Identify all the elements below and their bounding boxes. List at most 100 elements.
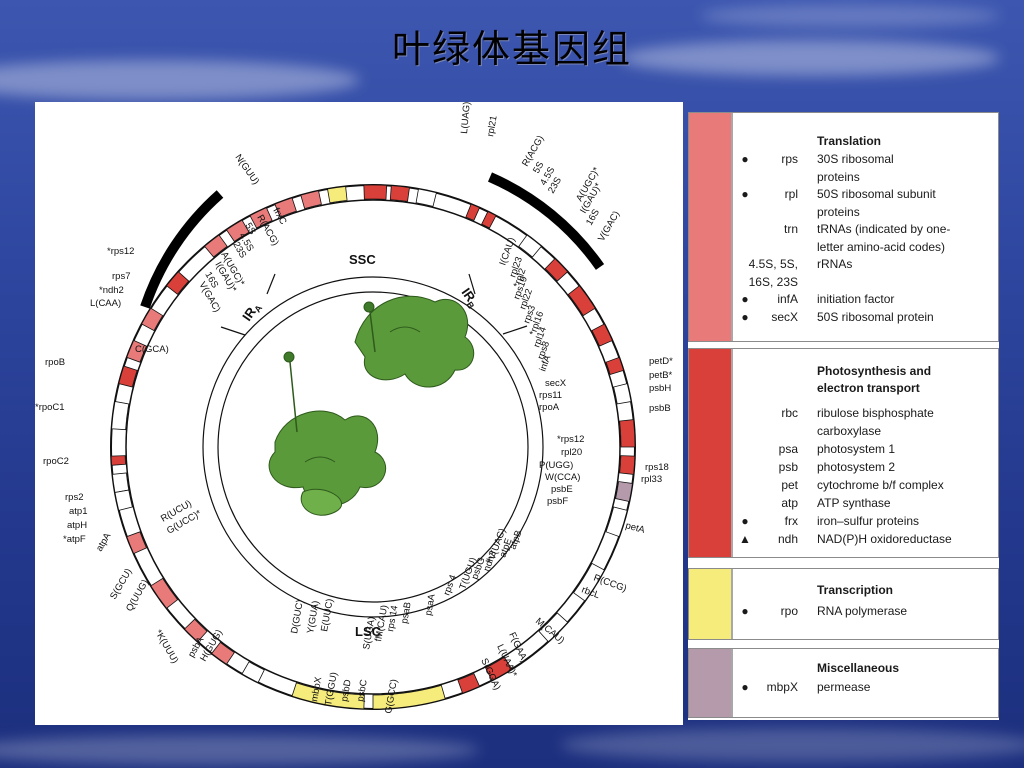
gene-box bbox=[211, 641, 235, 665]
gene-label: rpl20 bbox=[561, 447, 582, 458]
ira-tick-2 bbox=[266, 273, 276, 295]
gene-label: *rpoC1 bbox=[35, 402, 65, 413]
chloroplast-genome-map: SSC LSC IRA IRB N(GUU)L(UAG)rpl21R(ACG)5… bbox=[35, 101, 673, 714]
gene-label: psbC bbox=[355, 679, 370, 703]
inverted-repeat-b-arc bbox=[488, 172, 605, 270]
legend-gene-abbr: mbpX bbox=[766, 680, 798, 694]
gene-label: rpl33 bbox=[641, 474, 662, 485]
legend-row: letter amino-acid codes) bbox=[733, 239, 998, 256]
legend-gene-description: cytochrome b/f complex bbox=[817, 478, 944, 492]
gene-box bbox=[485, 656, 513, 681]
gene-label: rpoB bbox=[45, 357, 65, 368]
gene-label: rps11 bbox=[539, 390, 562, 401]
gene-label: E(UUC) bbox=[319, 598, 336, 633]
photosynthesis-heading: Photosynthesis and bbox=[817, 364, 932, 378]
gene-box bbox=[619, 455, 636, 475]
gene-label: atpA bbox=[94, 531, 114, 554]
legend-gene-description: 50S ribosomal subunit bbox=[817, 187, 936, 201]
legend-row: ● mbpX permease bbox=[733, 679, 998, 696]
gene-label: *K(UUU) bbox=[152, 628, 180, 666]
legend-gene-description: permease bbox=[817, 680, 871, 694]
gene-box bbox=[126, 339, 147, 363]
legend-row: 16S, 23S bbox=[733, 274, 998, 291]
translation-heading: Translation bbox=[817, 134, 882, 148]
gene-box bbox=[241, 661, 265, 684]
gene-label: psbE bbox=[551, 484, 573, 495]
legend-row: psa photosystem 1 bbox=[733, 441, 998, 458]
gene-label: 5S bbox=[531, 160, 546, 176]
legend-gene-description: tRNAs (indicated by one- bbox=[817, 222, 951, 236]
gene-label: 5S bbox=[242, 221, 257, 237]
legend-gene-abbr: infA bbox=[777, 292, 798, 306]
slide-title: 叶绿体基因组 bbox=[391, 27, 632, 71]
gene-label: rpl21 bbox=[485, 115, 500, 138]
gene-box bbox=[615, 481, 633, 502]
transcription-heading: Transcription bbox=[817, 583, 894, 597]
translation-color-band bbox=[689, 113, 731, 341]
gene-label: secX bbox=[545, 378, 567, 389]
legend-gene-abbr: psa bbox=[778, 442, 798, 456]
legend-row: carboxylase bbox=[733, 423, 998, 440]
legend-gene-description: ribulose bisphosphate bbox=[817, 406, 934, 420]
gene-box bbox=[372, 684, 446, 710]
legend-gene-description: photosystem 1 bbox=[817, 442, 896, 456]
gene-label: C(GCA) bbox=[135, 344, 169, 355]
gene-label: *rps12 bbox=[107, 246, 134, 257]
gene-label: rps7 bbox=[112, 271, 130, 282]
gene-box bbox=[111, 401, 130, 431]
legend-gene-description: proteins bbox=[817, 169, 860, 184]
transcription-color-band bbox=[689, 569, 731, 639]
gene-label: rps18 bbox=[645, 462, 669, 473]
gene-label: psaA bbox=[423, 593, 438, 617]
legend-gene-abbr: atp bbox=[781, 496, 798, 510]
legend-gene-description: ATP synthase bbox=[817, 496, 891, 510]
gene-boxes bbox=[110, 184, 636, 710]
gene-box bbox=[605, 356, 625, 375]
gene-label: L(CAA) bbox=[90, 298, 121, 309]
legend-bullet-icon: ● bbox=[741, 309, 749, 324]
ira-tick bbox=[220, 326, 246, 336]
legend-gene-description: carboxylase bbox=[817, 424, 882, 438]
ira-label: IRA bbox=[239, 299, 264, 325]
legend-bullet-icon: ● bbox=[741, 680, 749, 694]
gene-label: *atpF bbox=[63, 534, 86, 545]
gene-label: petB* bbox=[649, 370, 673, 381]
gene-label: N(GUU) bbox=[233, 152, 262, 186]
photosynthesis-color-band bbox=[689, 349, 731, 557]
legend-gene-abbr: psb bbox=[778, 460, 798, 474]
gene-label: rpoA bbox=[539, 402, 560, 413]
legend-gene-abbr: ndh bbox=[777, 532, 798, 546]
gene-box bbox=[183, 618, 208, 643]
gene-box bbox=[126, 531, 147, 555]
legend-gene-description: photosystem 2 bbox=[817, 460, 896, 474]
gene-label: psbH bbox=[649, 383, 671, 394]
gene-label: rps 4 bbox=[441, 573, 459, 597]
legend-row: atp ATP synthase bbox=[733, 495, 998, 512]
gene-label: psbD bbox=[339, 679, 354, 703]
legend-gene-description: iron–sulfur proteins bbox=[817, 514, 920, 528]
legend-bullet-icon: ● bbox=[741, 152, 749, 166]
gene-box bbox=[363, 184, 388, 200]
irb-tick-2 bbox=[468, 273, 476, 295]
gene-label: infA bbox=[537, 353, 553, 373]
gene-box bbox=[111, 472, 130, 493]
legend-bullet-icon: ● bbox=[741, 604, 749, 618]
gene-box bbox=[567, 285, 596, 317]
gene-box bbox=[573, 562, 605, 602]
gene-box bbox=[114, 489, 133, 511]
gene-label: L(UAG) bbox=[459, 102, 473, 134]
gene-box bbox=[110, 455, 127, 466]
gene-label: D(GUC) bbox=[289, 599, 306, 635]
gene-label: W(CCA) bbox=[545, 472, 580, 483]
